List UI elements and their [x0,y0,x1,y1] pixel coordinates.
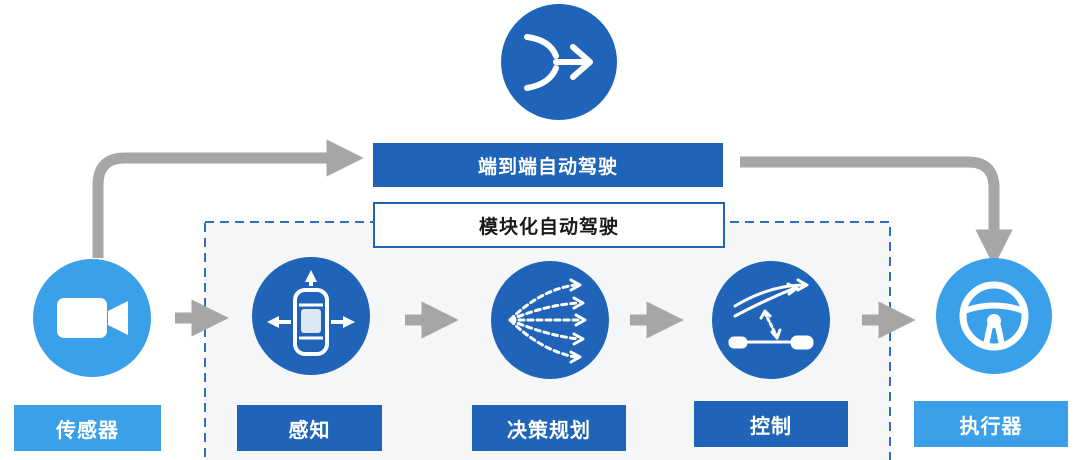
merge-arrow-icon [501,4,617,120]
control-label: 控制 [694,401,848,447]
video-camera-icon [33,259,151,377]
end-to-end-label: 端到端自动驾驶 [373,143,723,187]
end-to-end-arrow-out [740,156,1013,267]
planning-label: 决策规划 [472,405,626,451]
trajectory-control-icon [712,261,830,379]
end-to-end-arrow-in [92,139,364,258]
car-arrows-icon [252,257,370,375]
perception-label: 感知 [237,405,382,451]
sensor-label: 传感器 [14,405,161,451]
steering-wheel-icon [936,258,1052,374]
actuator-label: 执行器 [914,401,1068,447]
branching-paths-icon [491,261,609,379]
modular-label: 模块化自动驾驶 [373,202,725,248]
